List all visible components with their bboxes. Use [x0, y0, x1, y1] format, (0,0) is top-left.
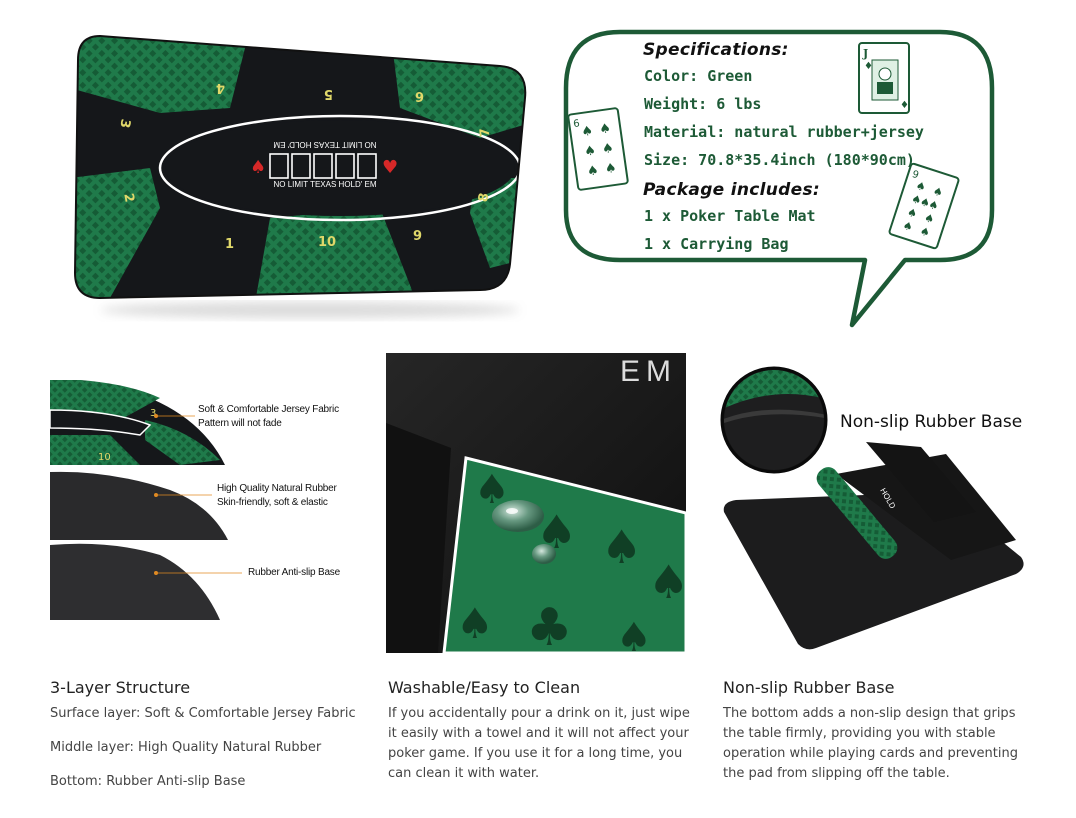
spec-weight: Weight: 6 lbs — [644, 95, 762, 113]
six-spades-card: 6 ♠♠ ♠♠ ♠♠ — [566, 106, 630, 192]
seat-2: 2 — [120, 192, 136, 204]
seat-4: 4 — [216, 80, 225, 95]
nonslip-description: The bottom adds a non-slip design that g… — [723, 706, 1018, 781]
package-item-bag: 1 x Carrying Bag — [644, 235, 789, 253]
surface-layer-label-line2: Pattern will not fade — [198, 418, 282, 429]
nine-card-rank: 9 — [911, 169, 920, 181]
base-layer-label: Rubber Anti-slip Base — [248, 567, 340, 578]
six-card-rank: 6 — [573, 118, 581, 130]
svg-text:♠: ♠ — [927, 198, 940, 213]
spec-color: Color: Green — [644, 67, 753, 85]
seat-6: 6 — [415, 88, 424, 103]
seat-1: 1 — [225, 237, 234, 252]
surface-layer-line: Surface layer: Soft & Comfortable Jersey… — [50, 706, 356, 721]
svg-text:♠: ♠ — [905, 205, 918, 220]
nine-spades-card: 9 ♠♠ ♠♠♠ ♠♠ ♠♠ — [887, 161, 961, 251]
svg-text:♠: ♠ — [918, 224, 931, 239]
bottom-layer-line: Bottom: Rubber Anti-slip Base — [50, 774, 246, 789]
wash-corner-text: EM — [620, 355, 677, 388]
poker-mat-image: ♠ ♥ NO LIMIT TEXAS HOLD' EM NO LIMIT TEX… — [73, 34, 527, 318]
nonslip-image-label: Non-slip Rubber Base — [840, 412, 1023, 432]
seat-3: 3 — [116, 118, 132, 130]
svg-text:♠: ♠ — [910, 192, 923, 207]
rubber-layer-label: High Quality Natural Rubber Skin-friendl… — [217, 482, 337, 510]
mini-seat-3: 3 — [150, 408, 156, 419]
spec-material: Material: natural rubber+jersey — [644, 123, 924, 141]
svg-text:♠: ♠ — [586, 163, 600, 179]
middle-layer-line: Middle layer: High Quality Natural Rubbe… — [50, 740, 322, 755]
layer-structure-image: 10 3 — [50, 380, 242, 620]
svg-text:♣: ♣ — [526, 598, 573, 653]
svg-text:♦: ♦ — [900, 100, 908, 111]
surface-layer-label: Soft & Comfortable Jersey Fabric Pattern… — [198, 403, 339, 431]
svg-text:♠: ♠ — [648, 555, 686, 609]
svg-text:♠: ♠ — [601, 520, 642, 574]
jack-card-face-icon: J ♦ ♦ — [862, 47, 909, 111]
rubber-layer-label-line1: High Quality Natural Rubber — [217, 483, 337, 494]
seat-9: 9 — [413, 229, 422, 244]
svg-text:♠: ♠ — [601, 141, 615, 157]
mat-text-bottom: NO LIMIT TEXAS HOLD' EM — [273, 180, 376, 189]
jack-card: J ♦ ♦ — [858, 42, 910, 114]
svg-text:♠: ♠ — [918, 195, 931, 210]
washable-closeup-image: EM ♠ ♠ ♠ ♠ ♠ ♣ ♠ — [386, 353, 686, 653]
spade-pips-icon: 6 ♠♠ ♠♠ ♠♠ — [573, 118, 618, 179]
svg-text:♦: ♦ — [864, 61, 873, 72]
svg-text:♠: ♠ — [583, 143, 597, 159]
svg-text:♠: ♠ — [581, 124, 595, 140]
rubber-layer-label-line2: Skin-friendly, soft & elastic — [217, 497, 328, 508]
package-heading: Package includes: — [643, 180, 820, 200]
svg-text:♠: ♠ — [931, 184, 944, 199]
washable-description: If you accidentally pour a drink on it, … — [388, 706, 690, 781]
mat-text-top: NO LIMIT TEXAS HOLD' EM — [273, 140, 376, 149]
nonslip-title: Non-slip Rubber Base — [723, 678, 895, 697]
seat-5: 5 — [324, 86, 333, 101]
svg-text:♠: ♠ — [456, 599, 494, 648]
mini-seat-10: 10 — [98, 452, 111, 463]
svg-text:♠: ♠ — [616, 615, 652, 653]
jack-card-rank: J — [862, 47, 868, 60]
package-item-mat: 1 x Poker Table Mat — [644, 207, 816, 225]
spade-pips-icon: 9 ♠♠ ♠♠♠ ♠♠ ♠♠ — [901, 169, 945, 240]
seat-7: 7 — [478, 127, 494, 137]
surface-layer-label-line1: Soft & Comfortable Jersey Fabric — [198, 404, 339, 415]
svg-text:♥: ♥ — [382, 157, 398, 178]
nonslip-base-image: HOLD — [720, 366, 1024, 650]
svg-text:♠: ♠ — [604, 161, 618, 177]
svg-text:♠: ♠ — [901, 219, 914, 234]
spec-heading: Specifications: — [643, 40, 789, 60]
spec-size: Size: 70.8*35.4inch (180*90cm) — [644, 151, 915, 169]
svg-text:♠: ♠ — [914, 179, 927, 194]
svg-text:♠: ♠ — [250, 157, 266, 178]
svg-text:♠: ♠ — [923, 211, 936, 226]
seat-10: 10 — [318, 235, 336, 250]
layer-structure-title: 3-Layer Structure — [50, 678, 191, 697]
seat-8: 8 — [476, 192, 492, 204]
svg-text:♠: ♠ — [598, 121, 612, 137]
washable-title: Washable/Easy to Clean — [388, 678, 581, 697]
